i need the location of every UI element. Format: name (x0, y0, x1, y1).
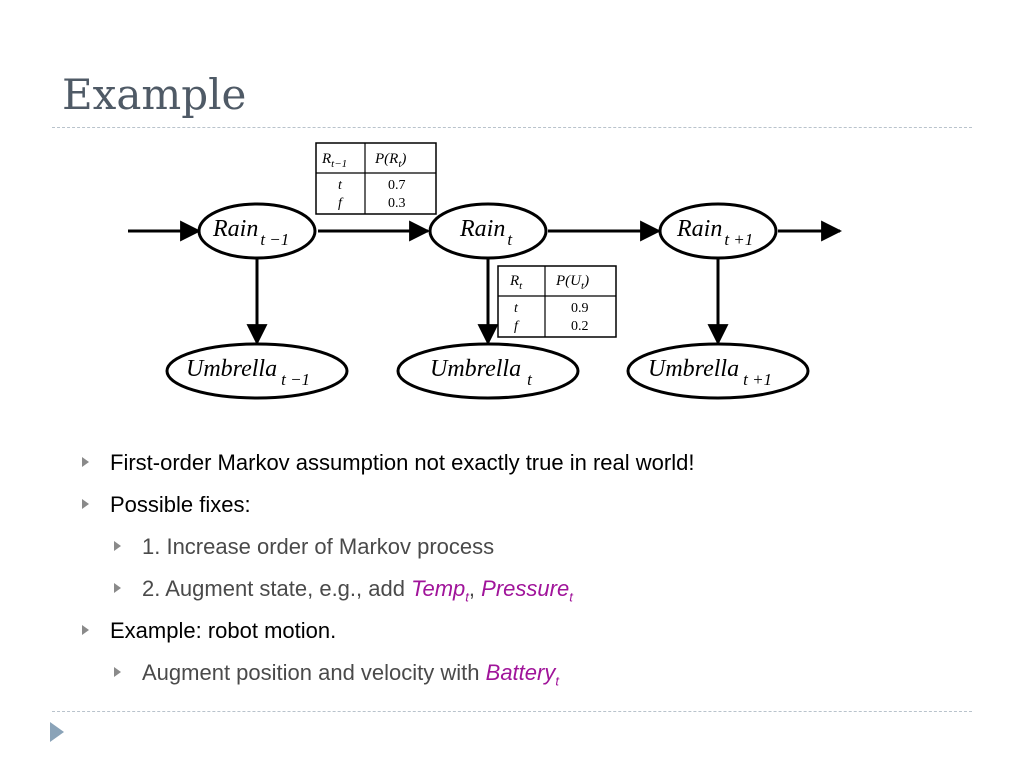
cpt-row-prob: 0.7 (388, 178, 406, 193)
sub-bullet-item: Augment position and velocity with Batte… (80, 662, 980, 704)
cpt-row-cond: f (338, 196, 344, 211)
svg-text:P(Rt): P(Rt) (374, 151, 406, 170)
triangle-right-icon (114, 541, 121, 551)
triangle-right-icon (82, 457, 89, 467)
cpt-row-cond: t (514, 301, 519, 316)
triangle-right-icon (114, 583, 121, 593)
svg-text:P(Ut): P(Ut) (555, 273, 589, 292)
slide-title: Example (62, 70, 247, 119)
cpt-row-prob: 0.2 (571, 319, 589, 334)
triangle-right-icon (82, 499, 89, 509)
svg-text:Rt: Rt (509, 273, 523, 292)
bullet-item: Possible fixes: (80, 494, 980, 536)
svg-text:Rt−1: Rt−1 (321, 151, 347, 170)
variable-battery: Batteryt (485, 660, 559, 689)
sub-bullet-item: 2. Augment state, e.g., add Tempt, Press… (80, 578, 980, 620)
footer-divider (52, 711, 972, 712)
variable-pressure: Pressuret (481, 576, 573, 605)
cpt-row-cond: f (514, 319, 520, 334)
cpt-row-cond: t (338, 178, 343, 193)
play-triangle-icon[interactable] (50, 722, 64, 742)
triangle-right-icon (82, 625, 89, 635)
sub-bullet-item: 1. Increase order of Markov process (80, 536, 980, 578)
variable-temp: Tempt (411, 576, 469, 605)
cpt-row-prob: 0.3 (388, 196, 406, 211)
bullet-item: Example: robot motion. (80, 620, 980, 662)
transition-cpt-table: Rt−1 P(Rt) t 0.7 f 0.3 (315, 142, 437, 215)
sensor-cpt-table: Rt P(Ut) t 0.9 f 0.2 (497, 265, 617, 338)
title-divider (52, 127, 972, 128)
triangle-right-icon (114, 667, 121, 677)
bullet-item: First-order Markov assumption not exactl… (80, 452, 980, 494)
cpt-row-prob: 0.9 (571, 301, 589, 316)
bullet-list: First-order Markov assumption not exactl… (80, 452, 980, 704)
